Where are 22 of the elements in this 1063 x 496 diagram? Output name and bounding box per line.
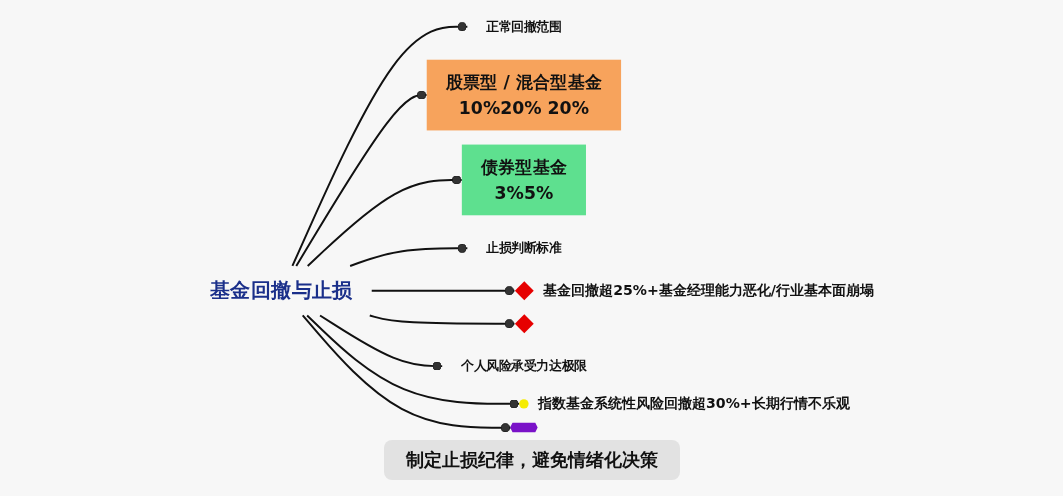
decision-diamond [514, 314, 534, 334]
connector-line [349, 243, 469, 267]
node-caption: 基金回撤超25%+基金经理能力恶化/行业基本面崩塌 [543, 281, 874, 298]
node-caption: 指数基金系统性风险回撤超30%+长期行情不乐观 [538, 394, 850, 411]
hexagon-shape [510, 422, 538, 433]
connector-line [319, 314, 444, 371]
connector-line [370, 285, 516, 296]
topic-text: 个人风险承受力达极限 [461, 358, 587, 374]
connector-line [368, 314, 516, 329]
topic-box: 债券型基金 3%5% [461, 144, 586, 216]
topic-text: 基金回撤与止损 [209, 278, 353, 303]
topic-text: 止损判断标准 [486, 240, 562, 256]
circle-shape [519, 399, 529, 409]
connector-line [306, 175, 463, 267]
note-banner: 制定止损纪律，避免情绪化决策 [383, 440, 680, 480]
connector-line [295, 90, 428, 267]
connector-line [306, 314, 521, 409]
topic-text: 正常回撤范围 [486, 18, 562, 34]
decision-diamond [514, 281, 534, 301]
connector-line [291, 21, 469, 267]
topic-box: 股票型 / 混合型基金 10%20% 20% [426, 59, 622, 131]
connector-line [301, 314, 512, 433]
